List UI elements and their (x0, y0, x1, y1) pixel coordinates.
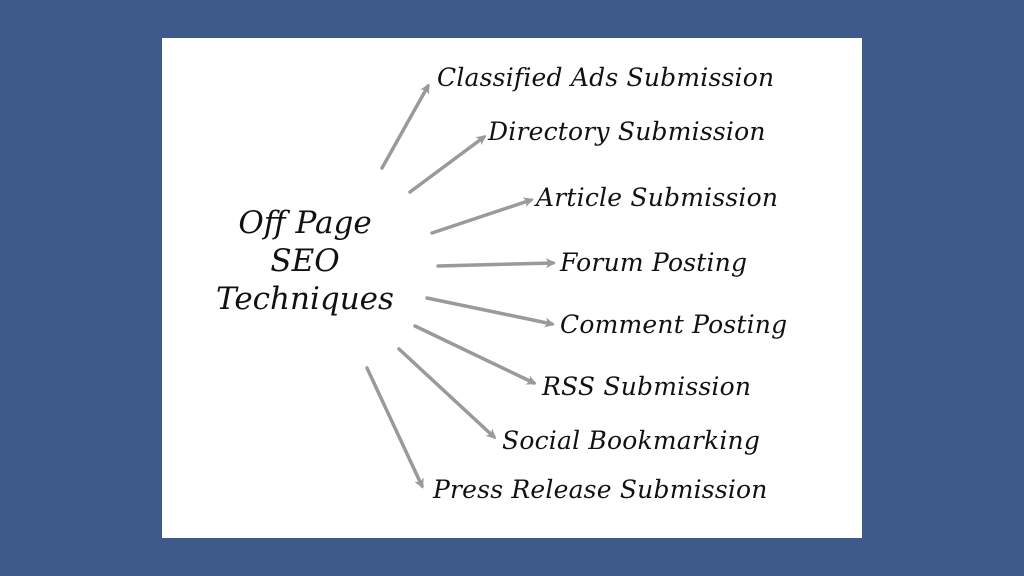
branch-label-comment-posting: Comment Posting (560, 310, 788, 339)
center-title-line-2: SEO (270, 243, 340, 279)
diagram-card (162, 38, 862, 538)
arrow-press-release (365, 366, 424, 489)
center-title: Off Page SEO Techniques (185, 204, 425, 318)
arrow-forum-posting (436, 258, 556, 269)
arrow-article (430, 197, 534, 235)
branch-label-social-bookmarking: Social Bookmarking (502, 426, 761, 455)
branch-label-classified-ads: Classified Ads Submission (437, 63, 775, 92)
center-title-line-1: Off Page (238, 205, 372, 241)
branch-label-directory: Directory Submission (488, 117, 766, 146)
arrow-directory (408, 135, 487, 194)
branch-label-press-release: Press Release Submission (433, 475, 768, 504)
arrow-classified-ads (380, 83, 430, 170)
arrow-social-bookmarking (397, 347, 497, 440)
branch-label-article: Article Submission (536, 183, 779, 212)
arrow-comment-posting (425, 296, 555, 328)
branch-label-forum-posting: Forum Posting (560, 248, 748, 277)
center-title-line-3: Techniques (216, 281, 394, 317)
arrow-rss (413, 324, 537, 385)
branch-label-rss: RSS Submission (542, 372, 752, 401)
